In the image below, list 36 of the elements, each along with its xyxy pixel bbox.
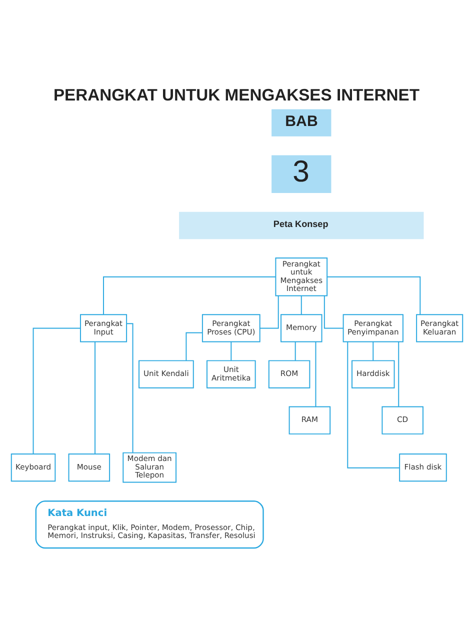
- node-box: Perangkat Keluaran: [416, 314, 464, 342]
- node-box: Mouse: [68, 452, 110, 482]
- label: BAB: [285, 112, 318, 130]
- connector: [230, 341, 232, 360]
- node-box: ROM: [268, 360, 310, 388]
- node-box: CD: [382, 406, 424, 434]
- node-box: Perangkat Input: [80, 314, 128, 342]
- connector: [126, 322, 134, 453]
- connector: [347, 340, 400, 468]
- connector: [186, 332, 203, 361]
- connector: [259, 294, 279, 328]
- node-box: Unit Aritmetika: [206, 360, 256, 388]
- connector: [300, 294, 302, 314]
- node-box: Keyboard: [10, 452, 56, 482]
- node-box: Flash disk: [399, 452, 447, 482]
- node-box: Kata Kunci Perangkat input, Klik, Pointer, Modem, Prosessor, Chip, Memori, Instruksi, Casing, Kapasitas, Transfer, Resolusi: [35, 500, 264, 548]
- label: Peta Konsep: [273, 218, 328, 229]
- connector: [103, 276, 276, 314]
- node-box: Unit Kendali: [138, 360, 194, 388]
- connector: [315, 340, 316, 407]
- node-box: Harddisk: [352, 360, 395, 388]
- node-box: Memory: [280, 314, 322, 342]
- connector: [294, 341, 296, 360]
- connector: [32, 327, 81, 454]
- node-box: Perangkat untuk Mengakses Internet: [275, 256, 328, 296]
- connector: [372, 341, 374, 360]
- node-box: Perangkat Penyimpanan: [342, 314, 404, 342]
- label: 3: [292, 155, 310, 188]
- connector: [398, 340, 400, 407]
- node-box: RAM: [288, 406, 331, 434]
- diagram-title: PERANGKAT UNTUK MENGAKSES INTERNET: [53, 85, 420, 104]
- node-box: Modem dan Saluran Telepon: [122, 452, 176, 482]
- connector: [94, 340, 96, 454]
- node-box: Perangkat Proses (CPU): [202, 314, 260, 342]
- connector: [326, 276, 421, 314]
- connector: [324, 294, 344, 328]
